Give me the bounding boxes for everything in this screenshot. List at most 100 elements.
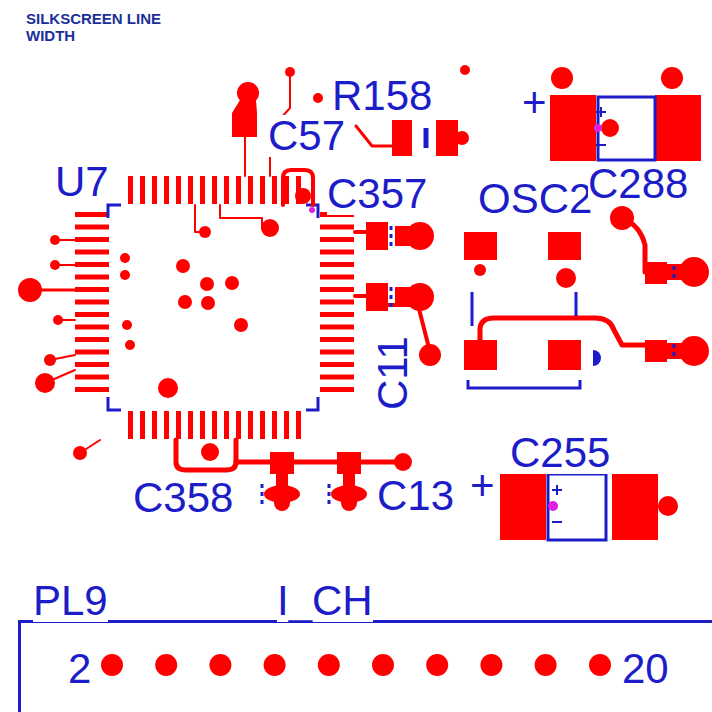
- copper-traces-shape: [283, 170, 313, 205]
- silkscreen-outlines-shape: [471, 292, 474, 326]
- copper-pads-shape: [18, 278, 42, 302]
- copper-pads-shape: [556, 268, 576, 288]
- connector-outline: PL9I_CH220: [18, 620, 712, 712]
- connector-pins-shape: [101, 654, 123, 676]
- copper-pads-shape: [313, 93, 323, 103]
- connector-pins-shape: [480, 654, 502, 676]
- part-label: OSC2: [478, 178, 592, 220]
- pin-number: 2: [68, 648, 91, 690]
- copper-pads-shape: [120, 253, 130, 263]
- copper-pads-shape: [50, 235, 60, 245]
- part-label: C57: [268, 115, 345, 157]
- copper-traces-shape: [355, 232, 366, 296]
- silkscreen-marks-shape: [594, 124, 602, 132]
- part-label: C357: [327, 173, 427, 215]
- copper-pads-shape: [551, 67, 573, 89]
- copper-pads-shape: [44, 354, 56, 366]
- copper-pads-shape: [645, 262, 667, 284]
- silkscreen-outlines-shape: [673, 344, 676, 358]
- copper-pads-shape: [548, 232, 581, 260]
- copper-pads-shape: [200, 277, 214, 291]
- part-label: C11: [372, 336, 414, 410]
- copper-pads-shape: [274, 495, 290, 511]
- silkscreen-outlines-shape: [673, 266, 676, 280]
- ic-pins-shape: [75, 212, 109, 398]
- silkscreen-outlines-shape: [328, 484, 331, 506]
- part-label: C13: [377, 475, 454, 517]
- copper-traces-shape: [55, 240, 75, 320]
- copper-pads-shape: [225, 276, 239, 290]
- copper-pads-shape: [50, 260, 60, 270]
- copper-pads-shape: [201, 296, 215, 310]
- copper-traces-shape: [236, 460, 403, 465]
- connector-pins-shape: [589, 654, 611, 676]
- copper-pads-shape: [601, 119, 619, 137]
- ic-pins-shape: [128, 176, 306, 204]
- copper-pads-shape: [500, 474, 546, 540]
- pin-number: 20: [622, 648, 669, 690]
- copper-pads-shape: [436, 120, 458, 156]
- connector-pins-shape: [426, 654, 448, 676]
- part-label: +: [522, 82, 547, 124]
- connector-pins-shape: [155, 654, 177, 676]
- part-label: C288: [588, 163, 688, 205]
- copper-traces: [30, 72, 656, 470]
- copper-pads-shape: [610, 206, 634, 230]
- silkscreen-marks-shape: [593, 350, 601, 366]
- ic-pins-shape: [128, 411, 306, 439]
- copper-pads-shape: [394, 453, 412, 471]
- copper-pads-shape: [73, 446, 87, 460]
- part-label: +: [470, 465, 495, 507]
- copper-pads-shape: [35, 373, 55, 393]
- copper-pads-shape: [232, 100, 257, 113]
- copper-traces-shape: [220, 205, 262, 228]
- copper-traces-shape: [244, 137, 246, 176]
- copper-pads-shape: [406, 222, 434, 250]
- copper-pads-shape: [199, 226, 211, 238]
- copper-pads-shape: [270, 452, 294, 474]
- copper-pads-shape: [548, 340, 581, 370]
- silkscreen-outlines-shape: [598, 97, 655, 160]
- copper-pads-shape: [285, 67, 295, 77]
- copper-pads-shape: [464, 340, 497, 370]
- part-label: C255: [510, 432, 610, 474]
- silkscreen-outlines-shape: [261, 484, 264, 506]
- ic-pins-shape: [320, 212, 354, 398]
- copper-pads-shape: [366, 283, 388, 311]
- connector-pins-shape: [372, 654, 394, 676]
- silkscreen-outlines-shape: [468, 380, 580, 388]
- ic-outline-shape: [108, 205, 318, 410]
- copper-pads-shape: [392, 120, 412, 156]
- silkscreen-outlines-shape: [390, 226, 393, 246]
- copper-pads-shape: [276, 474, 288, 488]
- copper-pads-shape: [337, 452, 361, 474]
- copper-pads: [18, 65, 709, 540]
- ic-pins: [92, 190, 337, 425]
- copper-traces-shape: [176, 440, 236, 470]
- copper-pads-shape: [122, 320, 132, 330]
- copper-pads-shape: [366, 222, 388, 250]
- connector-label: PL9: [33, 580, 108, 622]
- copper-pads-shape: [464, 232, 497, 260]
- connector-label: I_CH: [277, 580, 373, 622]
- copper-pads-shape: [460, 65, 470, 75]
- copper-pads-shape: [679, 257, 709, 287]
- copper-pads-shape: [234, 318, 248, 332]
- copper-pads-shape: [455, 131, 469, 145]
- connector-pins-shape: [264, 654, 286, 676]
- copper-pads-shape: [53, 315, 63, 325]
- copper-pads-shape: [419, 344, 441, 366]
- copper-pads-shape: [343, 474, 355, 488]
- copper-pads-shape: [201, 443, 219, 461]
- copper-pads-shape: [158, 378, 178, 398]
- drawing-title: SILKSCREEN LINE WIDTH: [26, 10, 166, 45]
- copper-pads-shape: [295, 188, 311, 204]
- part-label: C358: [133, 477, 233, 519]
- copper-pads-shape: [550, 95, 596, 161]
- silkscreen-outlines-shape: [390, 287, 393, 307]
- connector-pins: [101, 654, 611, 676]
- copper-pads-shape: [232, 113, 257, 137]
- part-label: U7: [55, 161, 109, 203]
- copper-pads-shape: [341, 495, 357, 511]
- silkscreen-marks-shape: [548, 501, 558, 511]
